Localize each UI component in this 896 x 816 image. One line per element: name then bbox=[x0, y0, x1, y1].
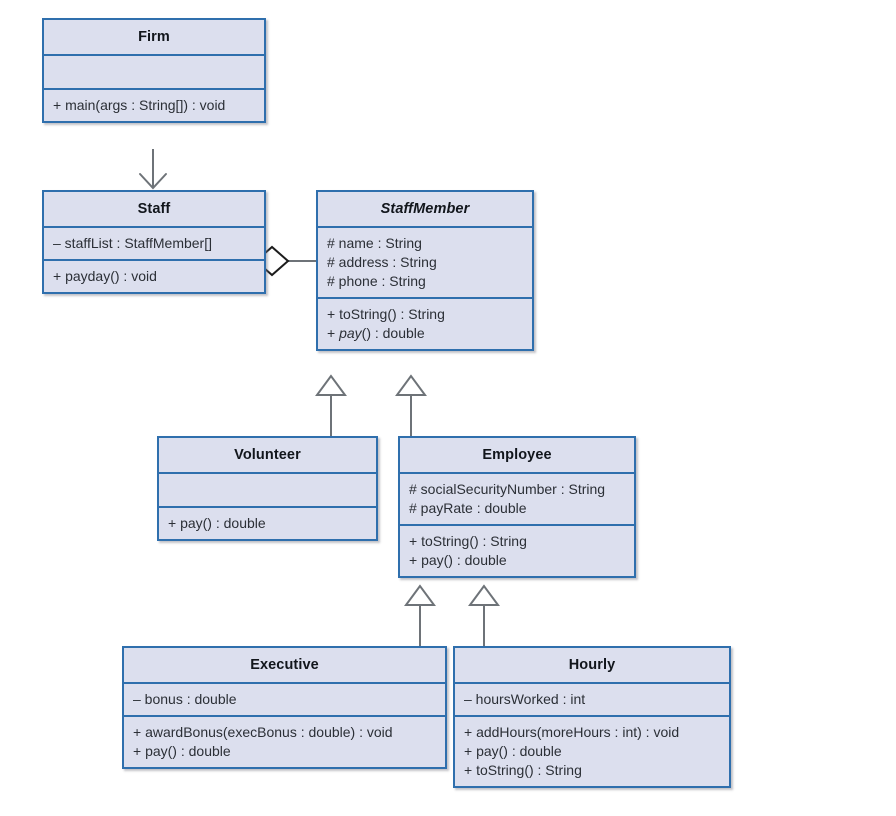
attribute-item: – staffList : StaffMember[] bbox=[53, 235, 212, 251]
class-box-staff[interactable]: Staff – staffList : StaffMember[] + payd… bbox=[42, 190, 266, 294]
class-methods-staffmember: + toString() : String + pay() : double bbox=[318, 297, 532, 349]
method-item: + pay() : double bbox=[133, 743, 231, 759]
attribute-item: # address : String bbox=[327, 254, 437, 270]
class-methods-firm: + main(args : String[]) : void bbox=[44, 88, 264, 121]
attribute-item: # socialSecurityNumber : String bbox=[409, 481, 606, 497]
class-name-executive: Executive bbox=[250, 657, 319, 673]
class-methods-employee: + toString() : String + pay() : double bbox=[400, 524, 634, 576]
class-name-staffmember: StaffMember bbox=[380, 201, 470, 217]
method-item: + toString() : String bbox=[327, 306, 445, 322]
class-methods-volunteer: + pay() : double bbox=[159, 506, 376, 539]
open-arrow-head-firm-staff bbox=[139, 173, 167, 190]
method-item: + pay() : double bbox=[168, 515, 266, 531]
class-name-firm: Firm bbox=[138, 29, 170, 45]
attribute-item: – bonus : double bbox=[133, 691, 237, 707]
class-attributes-staff: – staffList : StaffMember[] bbox=[44, 226, 264, 259]
class-box-executive[interactable]: Executive – bonus : double + awardBonus(… bbox=[122, 646, 447, 769]
class-attributes-volunteer bbox=[159, 472, 376, 506]
hollow-triangle-hourly bbox=[468, 584, 500, 606]
method-item: + payday() : void bbox=[53, 268, 157, 284]
hollow-triangle-volunteer bbox=[315, 374, 347, 396]
class-attributes-hourly: – hoursWorked : int bbox=[455, 682, 729, 715]
class-name-staff: Staff bbox=[137, 201, 171, 217]
attribute-item: # phone : String bbox=[327, 273, 426, 289]
class-methods-staff: + payday() : void bbox=[44, 259, 264, 292]
method-item: + toString() : String bbox=[409, 533, 527, 549]
class-attributes-executive: – bonus : double bbox=[124, 682, 445, 715]
method-item: + pay() : double bbox=[464, 743, 562, 759]
class-box-employee[interactable]: Employee # socialSecurityNumber : String… bbox=[398, 436, 636, 578]
attribute-item: – hoursWorked : int bbox=[464, 691, 586, 707]
method-item: + pay() : double bbox=[409, 552, 507, 568]
hollow-triangle-executive bbox=[404, 584, 436, 606]
class-name-employee: Employee bbox=[482, 447, 552, 463]
class-name-volunteer: Volunteer bbox=[234, 447, 301, 463]
class-attributes-employee: # socialSecurityNumber : String # payRat… bbox=[400, 472, 634, 524]
class-methods-executive: + awardBonus(execBonus : double) : void … bbox=[124, 715, 445, 767]
method-item: + toString() : String bbox=[464, 762, 582, 778]
class-box-hourly[interactable]: Hourly – hoursWorked : int + addHours(mo… bbox=[453, 646, 731, 788]
hollow-triangle-employee bbox=[395, 374, 427, 396]
method-item: + main(args : String[]) : void bbox=[53, 97, 226, 113]
class-box-firm[interactable]: Firm + main(args : String[]) : void bbox=[42, 18, 266, 123]
class-attributes-firm bbox=[44, 54, 264, 88]
class-name-hourly: Hourly bbox=[568, 657, 616, 673]
class-box-volunteer[interactable]: Volunteer + pay() : double bbox=[157, 436, 378, 541]
method-item: + awardBonus(execBonus : double) : void bbox=[133, 724, 393, 740]
class-attributes-staffmember: # name : String # address : String # pho… bbox=[318, 226, 532, 297]
attribute-item: # payRate : double bbox=[409, 500, 527, 516]
method-item: + addHours(moreHours : int) : void bbox=[464, 724, 680, 740]
attribute-item: # name : String bbox=[327, 235, 422, 251]
method-item-abstract: + pay() : double bbox=[327, 325, 425, 341]
class-box-staffmember[interactable]: StaffMember # name : String # address : … bbox=[316, 190, 534, 351]
class-methods-hourly: + addHours(moreHours : int) : void + pay… bbox=[455, 715, 729, 786]
